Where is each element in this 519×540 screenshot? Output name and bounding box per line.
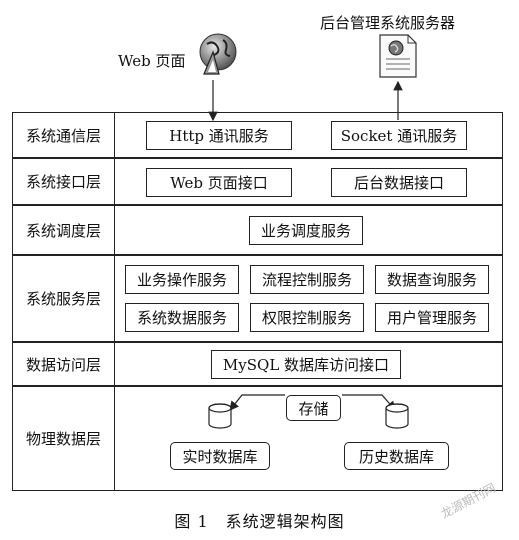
system-data-box: 系统数据服务 — [125, 303, 239, 332]
layer-label: 系统服务层 — [13, 256, 115, 341]
layer-label: 系统接口层 — [13, 159, 115, 204]
layer-label: 数据访问层 — [13, 343, 115, 385]
history-db-box: 历史数据库 — [344, 442, 449, 470]
permission-control-box: 权限控制服务 — [250, 303, 364, 332]
mysql-interface-box: MySQL 数据库访问接口 — [211, 350, 401, 379]
layer-data-access: 数据访问层 MySQL 数据库访问接口 — [12, 342, 503, 386]
server-label: 后台管理系统服务器 — [320, 14, 456, 32]
flow-control-box: 流程控制服务 — [250, 265, 364, 294]
layer-label: 系统通信层 — [13, 113, 115, 157]
http-service-box: Http 通讯服务 — [146, 121, 292, 150]
layer-service: 系统服务层 业务操作服务 流程控制服务 数据查询服务 系统数据服务 权限控制服务… — [12, 255, 503, 342]
figure-caption: 图 1 系统逻辑架构图 — [174, 512, 345, 531]
socket-service-box: Socket 通讯服务 — [331, 121, 467, 150]
dispatch-service-box: 业务调度服务 — [249, 216, 363, 245]
data-query-box: 数据查询服务 — [375, 265, 489, 294]
layer-communication: 系统通信层 Http 通讯服务 Socket 通讯服务 — [12, 112, 503, 158]
globe-icon — [199, 33, 237, 75]
layer-dispatch: 系统调度层 业务调度服务 — [12, 205, 503, 255]
layer-label: 系统调度层 — [13, 206, 115, 254]
layer-interface: 系统接口层 Web 页面接口 后台数据接口 — [12, 158, 503, 205]
realtime-db-box: 实时数据库 — [170, 442, 270, 470]
database-icon — [385, 403, 409, 429]
document-icon — [379, 34, 417, 78]
web-page-label: Web 页面 — [118, 52, 186, 70]
storage-box: 存储 — [286, 395, 341, 421]
database-icon — [208, 403, 232, 429]
user-management-box: 用户管理服务 — [375, 303, 489, 332]
web-interface-box: Web 页面接口 — [146, 168, 292, 197]
backend-interface-box: 后台数据接口 — [331, 168, 467, 197]
business-operation-box: 业务操作服务 — [125, 265, 239, 294]
layer-label: 物理数据层 — [13, 387, 115, 490]
layer-physical-data: 物理数据层 存储 实时数据库 历史数据库 — [12, 386, 503, 491]
